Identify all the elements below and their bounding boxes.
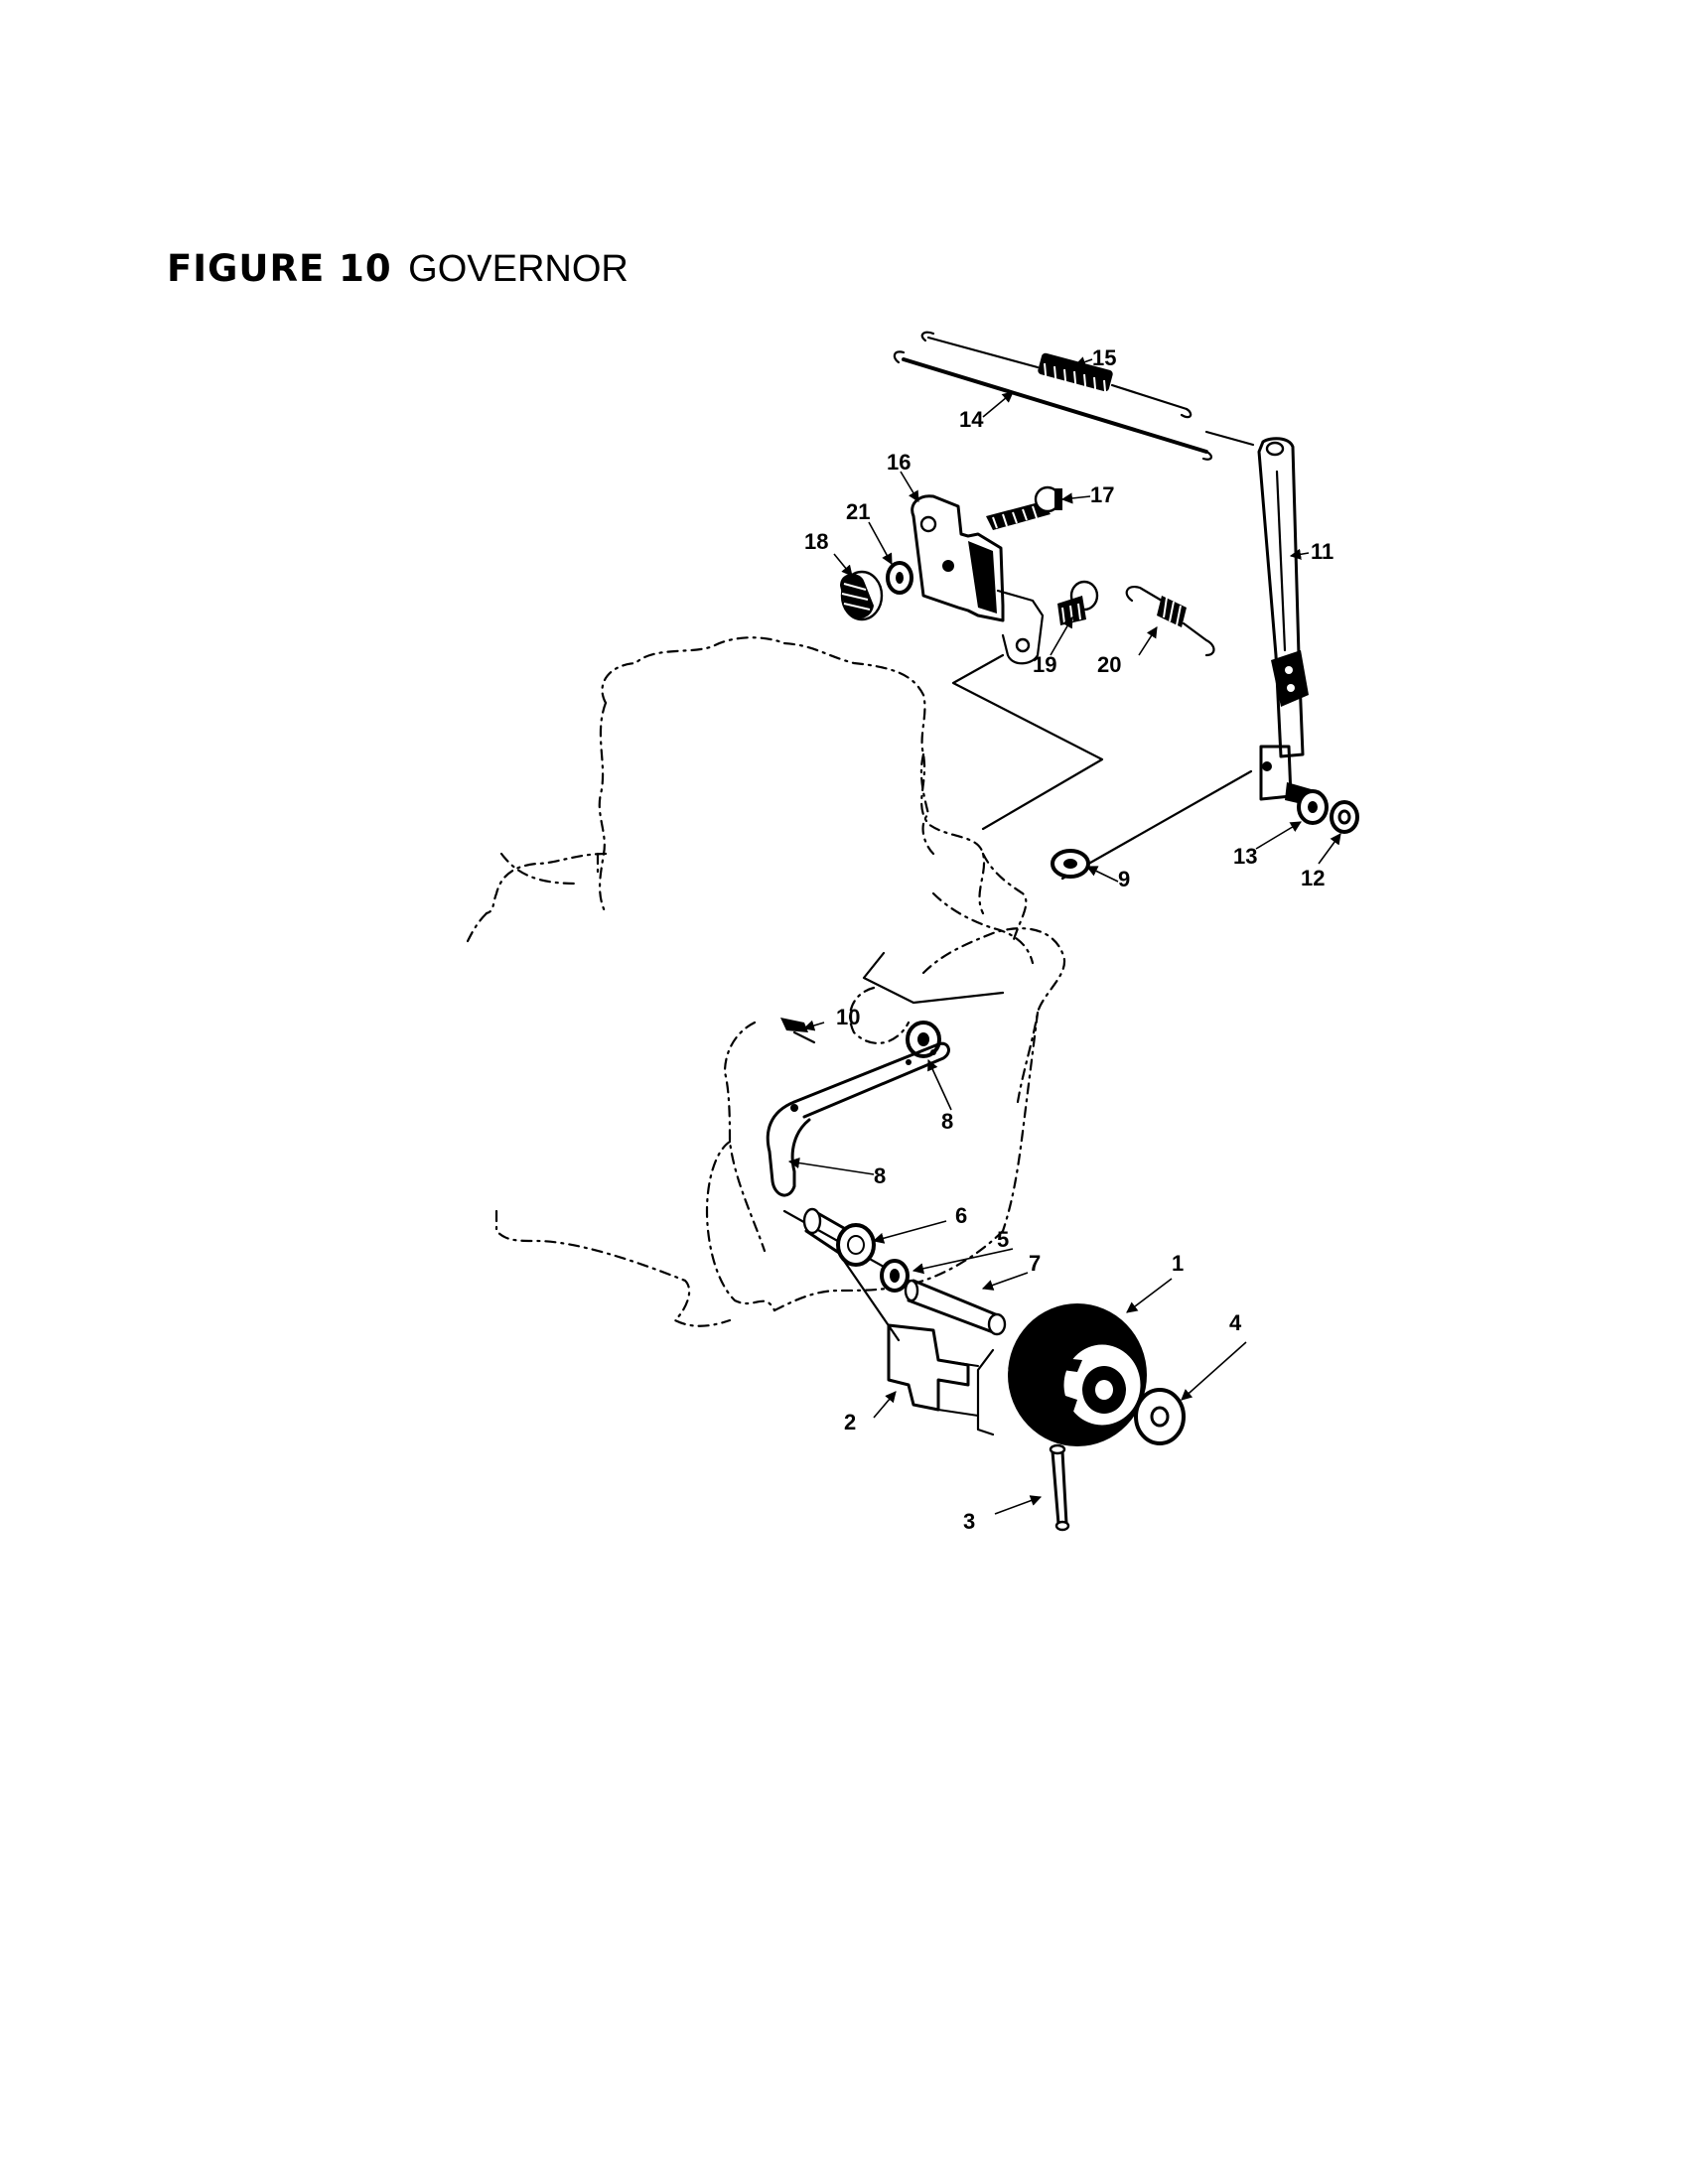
callout-15: 15	[1092, 345, 1116, 370]
callout-19: 19	[1033, 652, 1056, 677]
bolt-17	[986, 485, 1062, 530]
callout-21: 21	[846, 499, 870, 524]
pin-3	[1049, 1443, 1070, 1532]
washer-9	[1051, 849, 1090, 879]
figure-name: GOVERNOR	[408, 248, 629, 290]
callout-6: 6	[955, 1203, 967, 1228]
callout-8-washer: 8	[941, 1109, 953, 1134]
spring-20	[1125, 586, 1215, 657]
callout-1: 1	[1172, 1251, 1184, 1276]
clip-10	[780, 1018, 816, 1044]
callout-3: 3	[963, 1509, 975, 1534]
assembly-leader-lines	[782, 653, 1253, 1436]
callout-12: 12	[1301, 866, 1325, 890]
governor-shaft	[766, 1041, 950, 1197]
callout-7: 7	[1029, 1251, 1041, 1276]
callout-20: 20	[1097, 652, 1121, 677]
callout-9: 9	[1118, 867, 1130, 891]
governor-bracket	[911, 494, 1045, 665]
callout-18: 18	[804, 529, 828, 554]
callout-5: 5	[997, 1227, 1009, 1252]
shaft-7	[904, 1279, 1007, 1336]
screw-19	[1057, 580, 1099, 625]
callout-4: 4	[1229, 1310, 1242, 1335]
governor-cup	[887, 1323, 979, 1417]
callout-16: 16	[887, 450, 911, 475]
callout-13: 13	[1233, 844, 1257, 869]
callout-labels: 1 2 3 4 5 6 7 8 8 9 10 11 12 13 14 15 16…	[804, 345, 1333, 1534]
callout-arrows	[787, 356, 1341, 1515]
callout-2: 2	[844, 1410, 856, 1434]
governor-spring-wire	[920, 331, 1255, 447]
nut-12	[1330, 800, 1359, 834]
callout-14: 14	[959, 407, 984, 432]
washer-21	[886, 561, 913, 595]
governor-lever	[1257, 437, 1315, 806]
figure-title: FIGURE 10 GOVERNOR	[167, 250, 629, 288]
governor-gear	[994, 1285, 1161, 1459]
bushing-6	[802, 1207, 876, 1267]
governor-spring-coil	[1038, 352, 1113, 403]
washer-4	[1134, 1388, 1186, 1445]
engine-block-outline	[465, 636, 1066, 1327]
spring-18	[840, 570, 884, 621]
callout-8-shaft: 8	[874, 1163, 886, 1188]
figure-label: FIGURE 10	[167, 247, 392, 290]
washer-5	[880, 1259, 910, 1293]
washer-13	[1297, 789, 1329, 825]
callout-10: 10	[836, 1005, 860, 1029]
callout-11: 11	[1311, 539, 1333, 564]
callout-17: 17	[1090, 482, 1114, 507]
governor-rod	[893, 350, 1212, 461]
